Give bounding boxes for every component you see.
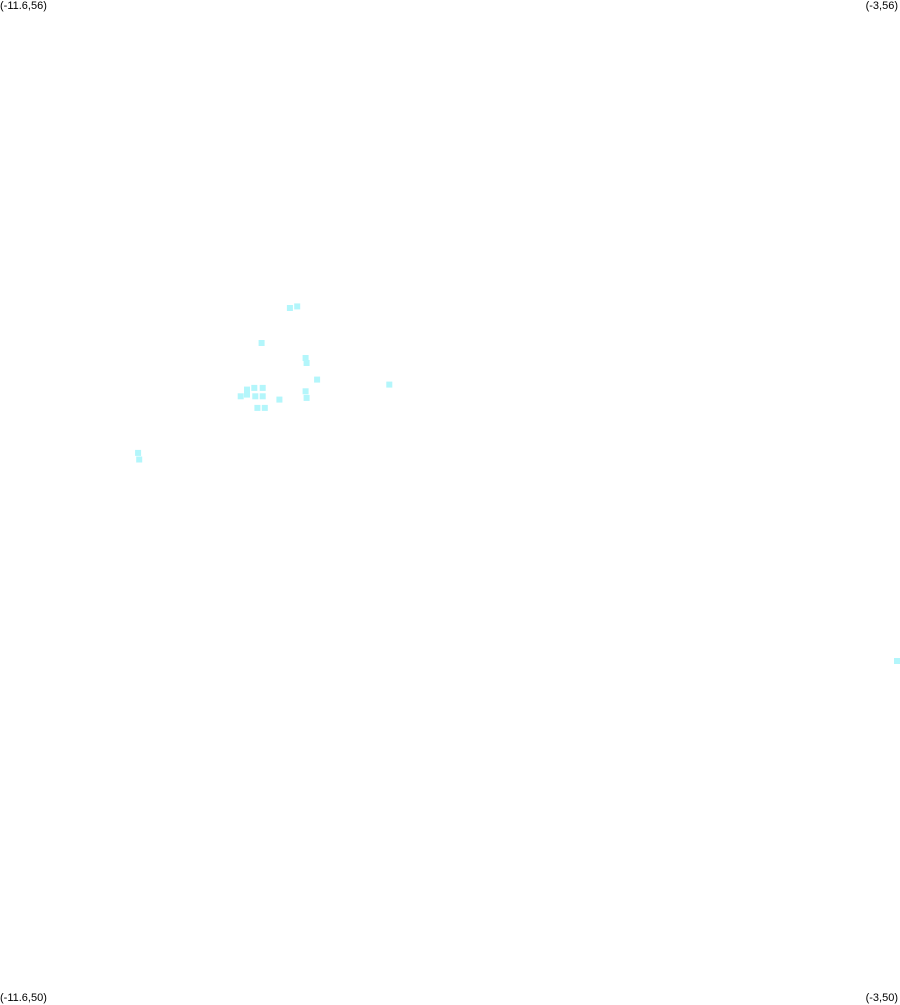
map-point-8	[251, 384, 258, 391]
map-point-19	[135, 449, 142, 456]
map-point-4	[303, 360, 310, 366]
map-point-13	[259, 393, 266, 400]
corner-label-top-right: (-3,56)	[865, 0, 898, 12]
map-point-7	[244, 386, 250, 393]
map-point-12	[252, 393, 259, 400]
map-point-14	[302, 388, 309, 395]
map-point-5	[314, 376, 321, 383]
corner-label-top-left: (-11.6,56)	[0, 0, 47, 12]
map-point-16	[276, 396, 283, 403]
map-point-21	[894, 658, 900, 664]
map-point-15	[303, 394, 310, 401]
map-point-2	[258, 340, 265, 346]
map-point-20	[136, 456, 143, 463]
map-point-9	[259, 384, 266, 391]
map-point-11	[244, 391, 250, 398]
map-point-3	[302, 355, 309, 361]
map-point-6	[386, 381, 393, 388]
map-point-1	[294, 303, 301, 310]
map-point-18	[261, 404, 268, 411]
map-point-17	[254, 404, 261, 411]
map-point-10	[237, 393, 244, 400]
map-point-0	[286, 305, 293, 311]
